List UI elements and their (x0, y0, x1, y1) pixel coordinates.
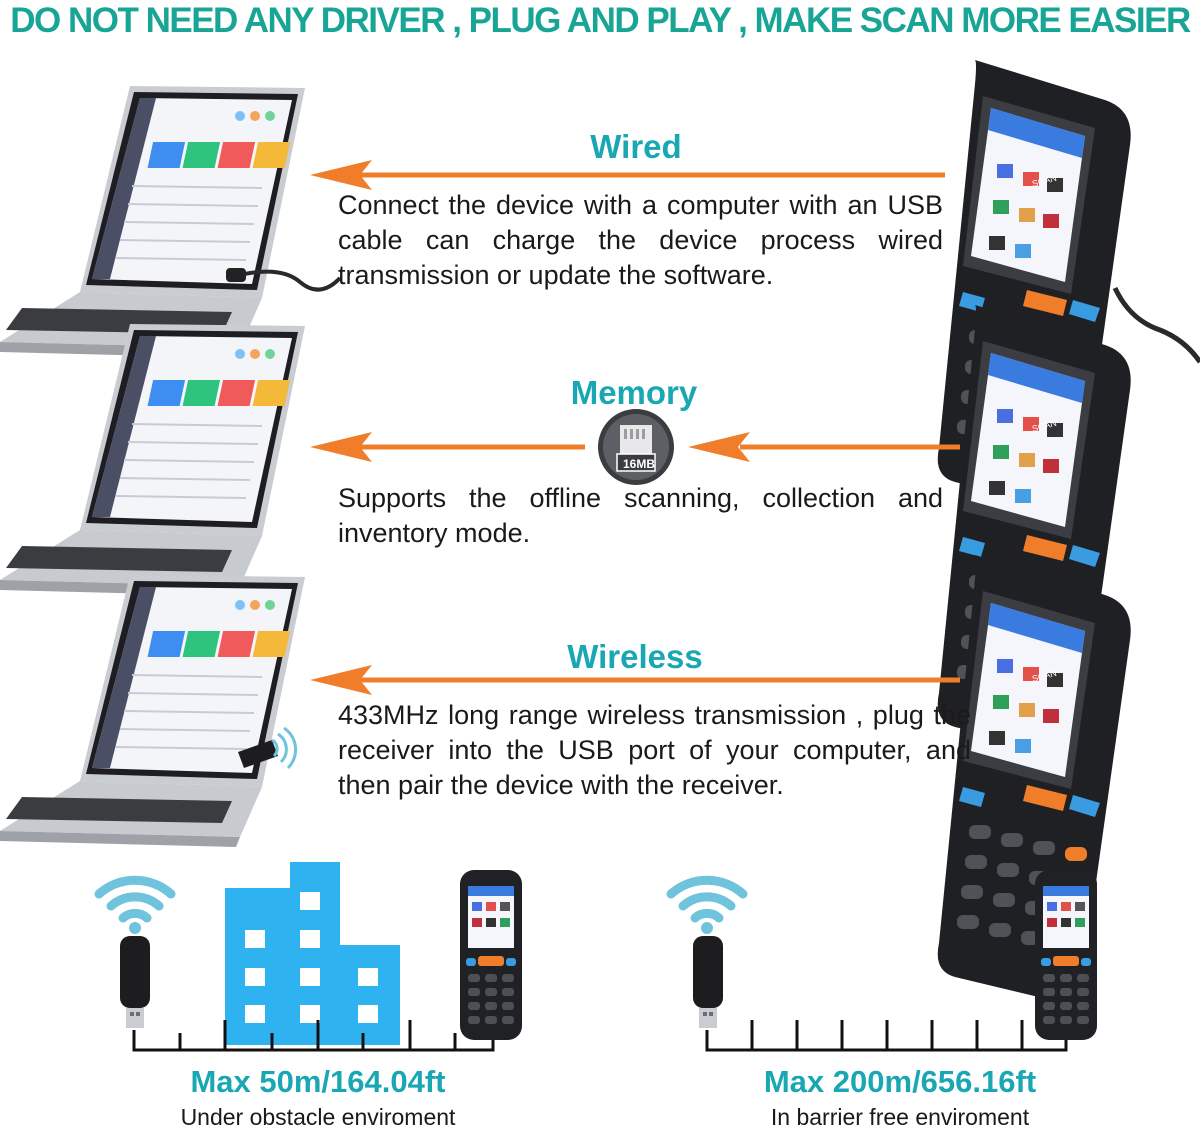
memory-size-badge: 16MB (623, 457, 655, 471)
laptop-icon (0, 574, 306, 848)
wifi-signal-icon (94, 875, 176, 923)
wired-description: Connect the device with a computer with … (338, 190, 943, 290)
wireless-description: 433MHz long range wireless transmission … (338, 700, 971, 800)
memory-title: Memory (570, 374, 698, 411)
distance-ruler (705, 1020, 1068, 1052)
usb-receiver-icon (693, 936, 723, 1028)
scanner-cable-icon (1112, 286, 1200, 364)
memory-chip-icon (598, 409, 674, 485)
memory-arrow-right-icon (688, 432, 960, 462)
wifi-signal-icon (271, 726, 298, 770)
memory-arrow-left-icon (310, 432, 585, 462)
wireless-title: Wireless (567, 638, 703, 675)
page-headline: DO NOT NEED ANY DRIVER , PLUG AND PLAY ,… (10, 1, 1191, 40)
scanner-device-icon (1035, 870, 1097, 1040)
wired-arrow-icon (310, 160, 945, 190)
scanner-device-icon (460, 870, 522, 1040)
range-obstacle-title: Max 50m/164.04ft (190, 1064, 446, 1099)
usb-cable-icon (226, 268, 342, 292)
range-free-title: Max 200m/656.16ft (763, 1064, 1037, 1099)
usb-receiver-icon (238, 740, 278, 768)
range-free-subtitle: In barrier free enviroment (770, 1104, 1030, 1130)
laptop-icon (0, 323, 306, 597)
wireless-arrow-icon (310, 665, 960, 695)
wired-title: Wired (590, 128, 682, 165)
laptop-icon (0, 85, 306, 359)
memory-description: Supports the offline scanning, collectio… (338, 483, 943, 548)
usb-receiver-icon (120, 936, 150, 1028)
building-icon (225, 862, 400, 1045)
distance-ruler (132, 1020, 495, 1052)
range-obstacle-subtitle: Under obstacle enviroment (180, 1104, 456, 1130)
wifi-signal-icon (666, 875, 748, 923)
